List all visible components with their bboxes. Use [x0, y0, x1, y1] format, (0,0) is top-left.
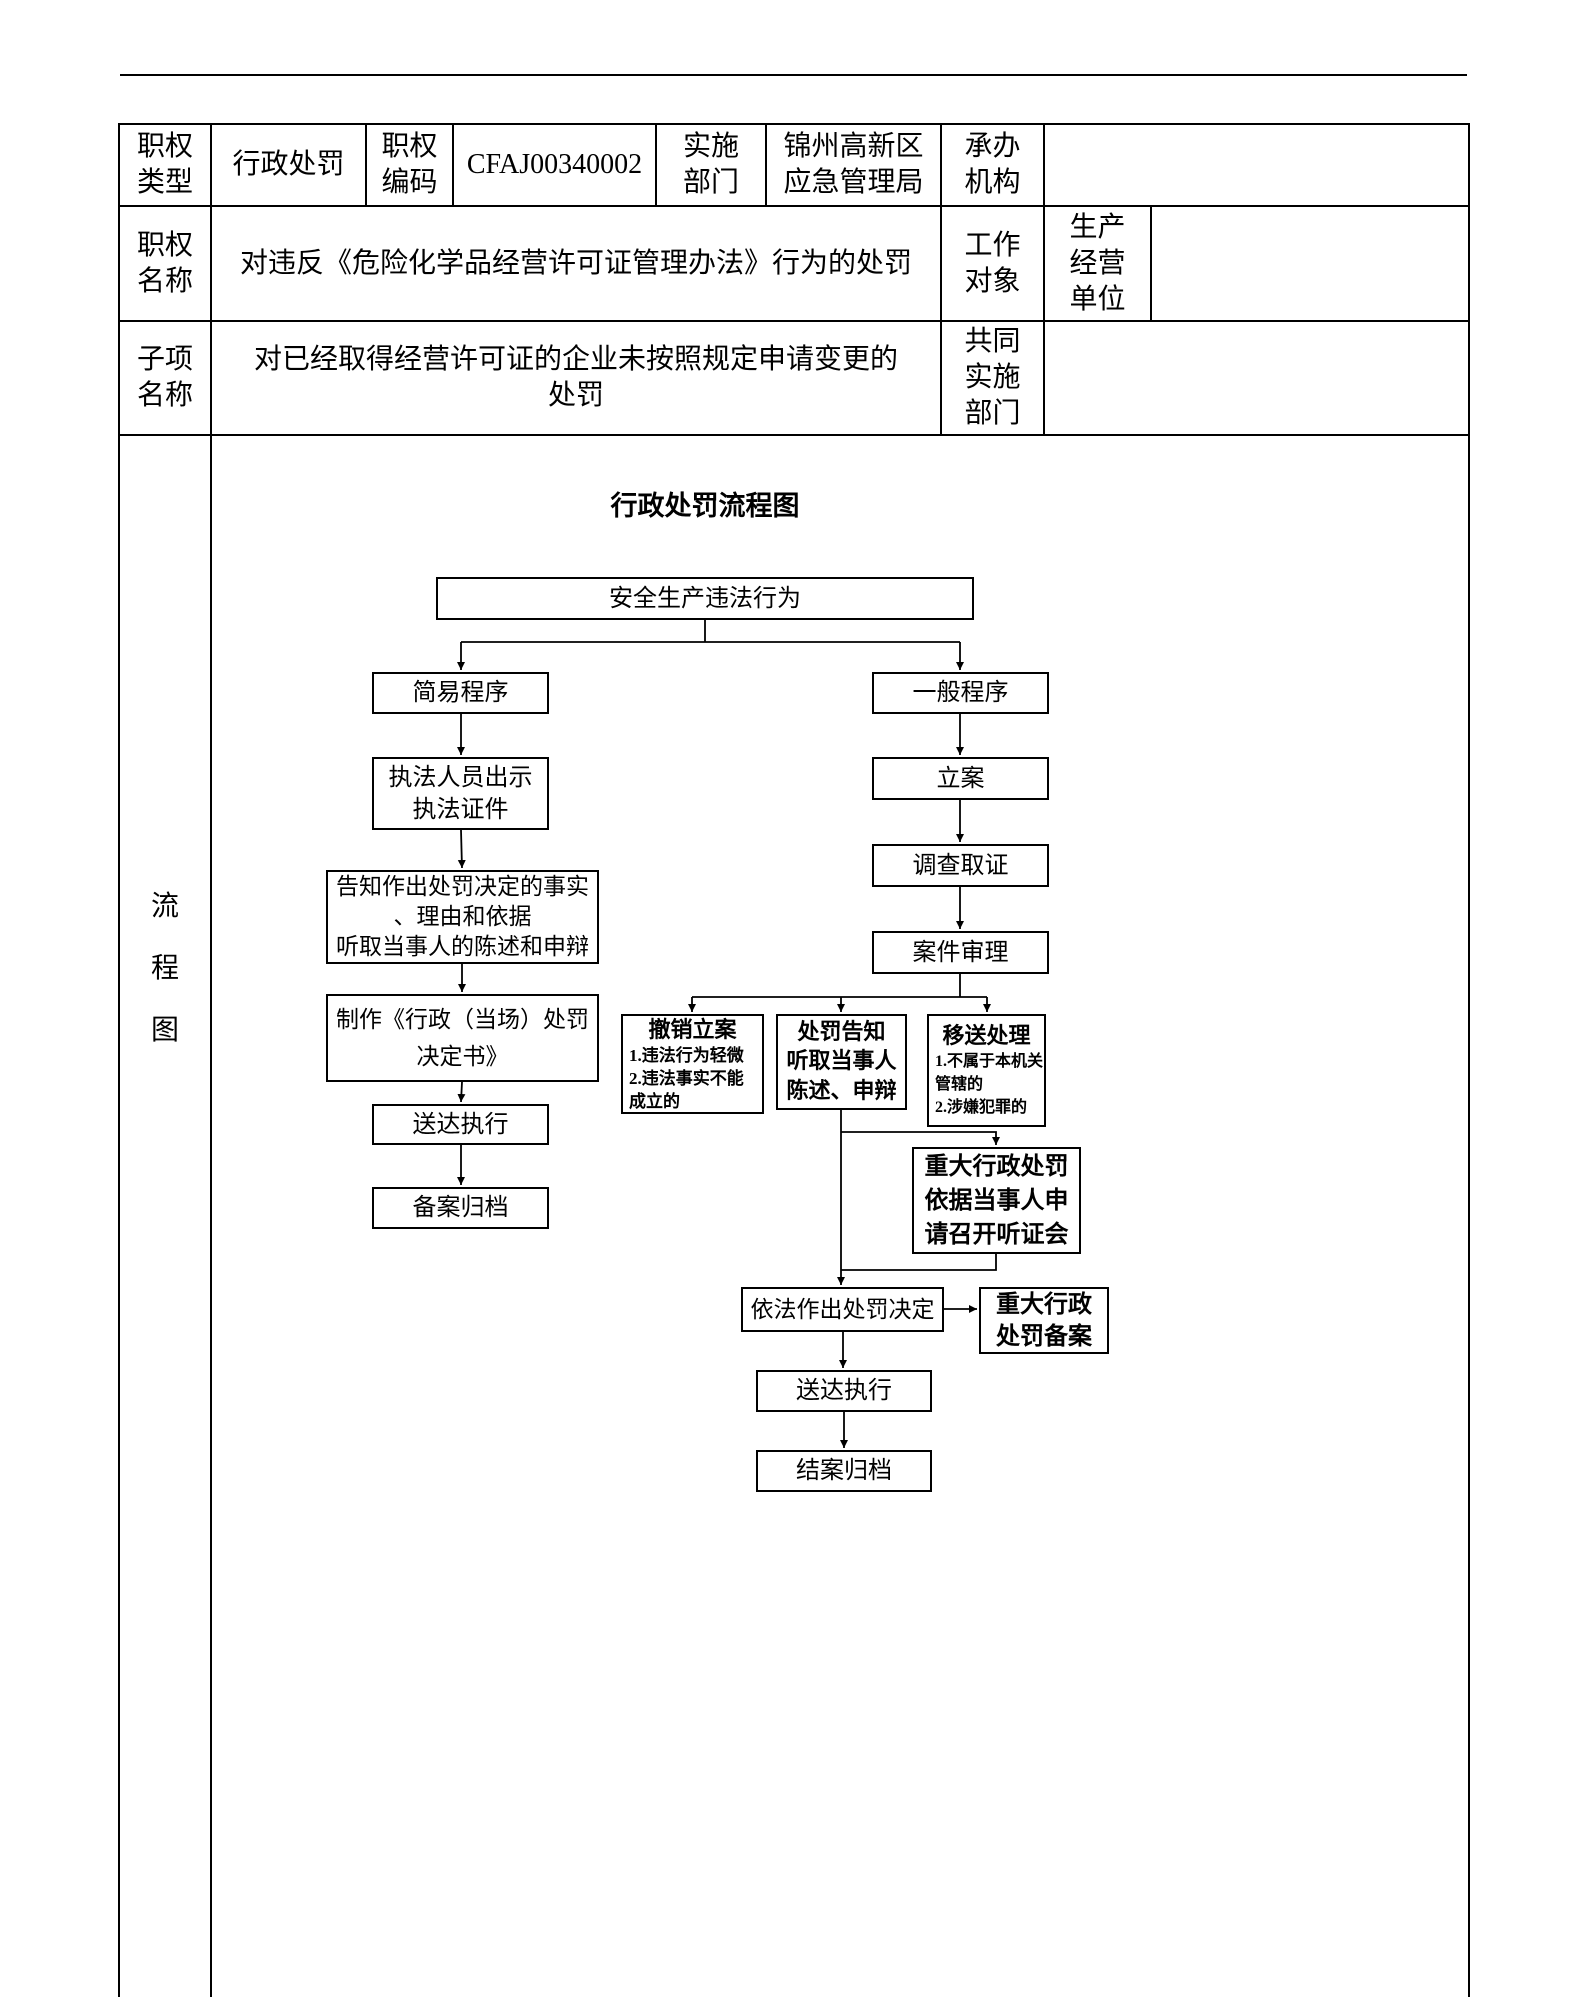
flow-connectors — [457, 620, 1000, 1448]
flow-box-deliver-execute-left: 送达执行 — [372, 1104, 549, 1145]
flow-box-lawful-decision: 依法作出处罚决定 — [741, 1287, 944, 1332]
flow-box-hearing: 重大行政处罚 依据当事人申 请召开听证会 — [912, 1147, 1081, 1254]
flow-box-penalty-notice-body: 听取当事人 陈述、申辩 — [786, 1048, 897, 1103]
flowchart-canvas: 行政处罚流程图 安全生产违法行为 简易程序 一般程序 执法人员出示 执法证件 立… — [214, 474, 1467, 1961]
flowchart-title: 行政处罚流程图 — [610, 491, 800, 521]
subitem-name-value: 对已经取得经营许可证的企业未按照规定申请变更的 处罚 — [210, 320, 942, 436]
subitem-name-label: 子项 名称 — [118, 320, 212, 436]
flow-box-transfer-title: 移送处理 — [942, 1023, 1031, 1048]
flow-box-transfer: 移送处理 1.不属于本机关 管辖的 2.涉嫌犯罪的 — [927, 1014, 1046, 1127]
joint-impl-value — [1043, 320, 1470, 436]
connector-lines — [457, 620, 1000, 1448]
flow-box-record-archive-left: 备案归档 — [372, 1187, 549, 1229]
table-row-authority-type: 职权 类型 行政处罚 职权 编码 CFAJ00340002 实施 部门 锦州高新… — [118, 123, 1470, 207]
authority-info-table: 职权 类型 行政处罚 职权 编码 CFAJ00340002 实施 部门 锦州高新… — [118, 123, 1470, 1997]
impl-dept-label: 实施 部门 — [655, 123, 767, 207]
flow-box-penalty-notice: 处罚告知 听取当事人 陈述、申辩 — [776, 1014, 907, 1110]
work-object-value: 生产 经营 单位 — [1043, 205, 1152, 322]
flow-box-deliver-execute-right: 送达执行 — [756, 1370, 932, 1412]
authority-type-value: 行政处罚 — [210, 123, 367, 207]
authority-name-label: 职权 名称 — [118, 205, 212, 322]
flow-box-close-archive: 结案归档 — [756, 1450, 932, 1492]
header-rule — [120, 74, 1467, 76]
flow-box-start: 安全生产违法行为 — [436, 577, 974, 620]
authority-name-value: 对违反《危险化学品经营许可证管理办法》行为的处罚 — [210, 205, 942, 322]
table-row-subitem: 子项 名称 对已经取得经营许可证的企业未按照规定申请变更的 处罚 共同 实施 部… — [118, 320, 1470, 436]
flow-box-make-decision-doc: 制作《行政（当场）处罚 决定书》 — [326, 994, 599, 1082]
table-row-flowchart: 流 程 图 — [118, 434, 1470, 1997]
flow-box-show-credentials: 执法人员出示 执法证件 — [372, 757, 549, 830]
flowchart-row-label: 流 程 图 — [150, 891, 179, 1046]
undertaking-org-label: 承办 机构 — [940, 123, 1045, 207]
flow-box-cancel-filing: 撤销立案 1.违法行为轻微 2.违法事实不能 成立的 — [621, 1014, 764, 1114]
flow-box-case-filing: 立案 — [872, 757, 1049, 800]
flow-box-investigation: 调查取证 — [872, 844, 1049, 887]
joint-impl-label: 共同 实施 部门 — [940, 320, 1045, 436]
flow-box-major-penalty-record: 重大行政 处罚备案 — [979, 1287, 1109, 1354]
flowchart-cell: 行政处罚流程图 安全生产违法行为 简易程序 一般程序 执法人员出示 执法证件 立… — [210, 434, 1470, 1997]
flow-box-cancel-filing-title: 撤销立案 — [648, 1016, 737, 1042]
flowchart-row-label-cell: 流 程 图 — [118, 434, 212, 1997]
flow-box-simple-procedure: 简易程序 — [372, 672, 549, 714]
flow-box-transfer-body: 1.不属于本机关 管辖的 2.涉嫌犯罪的 — [935, 1053, 1044, 1116]
flow-box-cancel-filing-body: 1.违法行为轻微 2.违法事实不能 成立的 — [629, 1045, 744, 1111]
flow-box-inform-facts: 告知作出处罚决定的事实 、理由和依据 听取当事人的陈述和申辩 — [326, 870, 599, 964]
work-object-spare-cell — [1150, 205, 1470, 322]
flow-box-general-procedure: 一般程序 — [872, 672, 1049, 714]
authority-code-value: CFAJ00340002 — [452, 123, 657, 207]
impl-dept-value: 锦州高新区 应急管理局 — [765, 123, 942, 207]
authority-code-label: 职权 编码 — [365, 123, 454, 207]
authority-type-label: 职权 类型 — [118, 123, 212, 207]
undertaking-org-value — [1043, 123, 1470, 207]
table-row-authority-name: 职权 名称 对违反《危险化学品经营许可证管理办法》行为的处罚 工作 对象 生产 … — [118, 205, 1470, 322]
flow-box-case-review: 案件审理 — [872, 931, 1049, 974]
work-object-label: 工作 对象 — [940, 205, 1045, 322]
flow-box-penalty-notice-title: 处罚告知 — [797, 1019, 886, 1044]
